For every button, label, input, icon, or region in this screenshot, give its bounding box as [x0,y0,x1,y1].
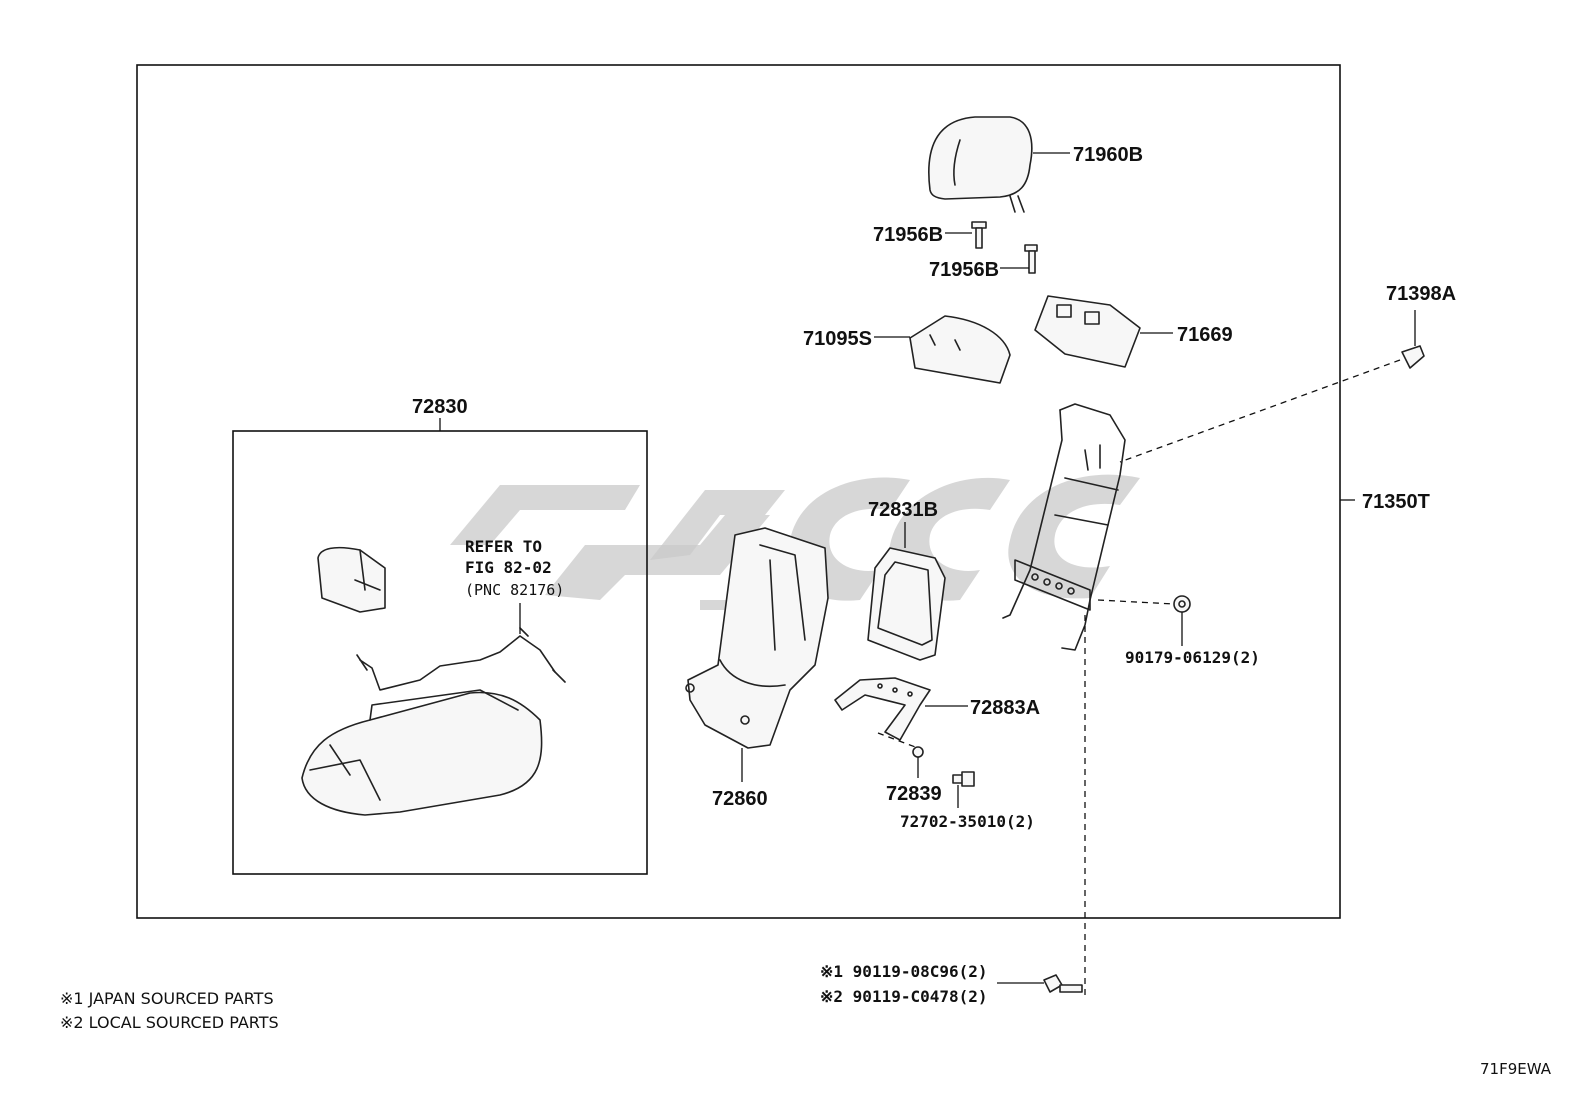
label-71398A: 71398A [1386,283,1456,305]
bezel-72831B [867,547,946,661]
nut-72839 [912,746,924,758]
guide-71956B-a [971,221,987,249]
label-72830: 72830 [412,396,468,418]
label-71960B: 71960B [1073,144,1143,166]
label-72883A: 72883A [970,697,1040,719]
harness-72830 [356,627,566,691]
label-72860: 72860 [712,788,768,810]
label-90119-2: ※2 90119-C0478(2) [820,987,988,1006]
label-72839: 72839 [886,783,942,805]
label-90119-1: ※1 90119-08C96(2) [820,962,988,981]
frame-71350T [1002,403,1126,651]
guide-71956B-b [1024,244,1038,274]
pad-71095S [909,315,1011,384]
console-box-72830 [301,689,543,816]
clip-71398A [1401,345,1425,369]
label-72831B: 72831B [868,499,938,521]
bolt-72702 [952,771,975,787]
refer-line3: (PNC 82176) [465,581,564,599]
refer-line2: FIG 82-02 [465,558,552,577]
note-local-sourced: ※2 LOCAL SOURCED PARTS [60,1013,279,1032]
note-japan-sourced: ※1 JAPAN SOURCED PARTS [60,989,274,1008]
label-90179: 90179-06129(2) [1125,648,1260,667]
nut-90179 [1173,595,1191,613]
label-71956B-b: 71956B [929,259,999,281]
switch-71669 [1034,295,1141,368]
label-72702: 72702-35010(2) [900,812,1035,831]
box-72860 [685,527,829,749]
headrest-71960B [928,116,1033,213]
bracket-72883A [834,677,931,741]
main-frame [136,64,1341,919]
figure-code: 71F9EWA [1480,1060,1552,1078]
label-71956B-a: 71956B [873,224,943,246]
label-71095S: 71095S [803,328,872,350]
motor-72830 [317,546,386,613]
label-71350T: 71350T [1362,491,1430,513]
refer-line1: REFER TO [465,537,542,556]
bolt-90119 [1043,974,1083,993]
label-71669: 71669 [1177,324,1233,346]
